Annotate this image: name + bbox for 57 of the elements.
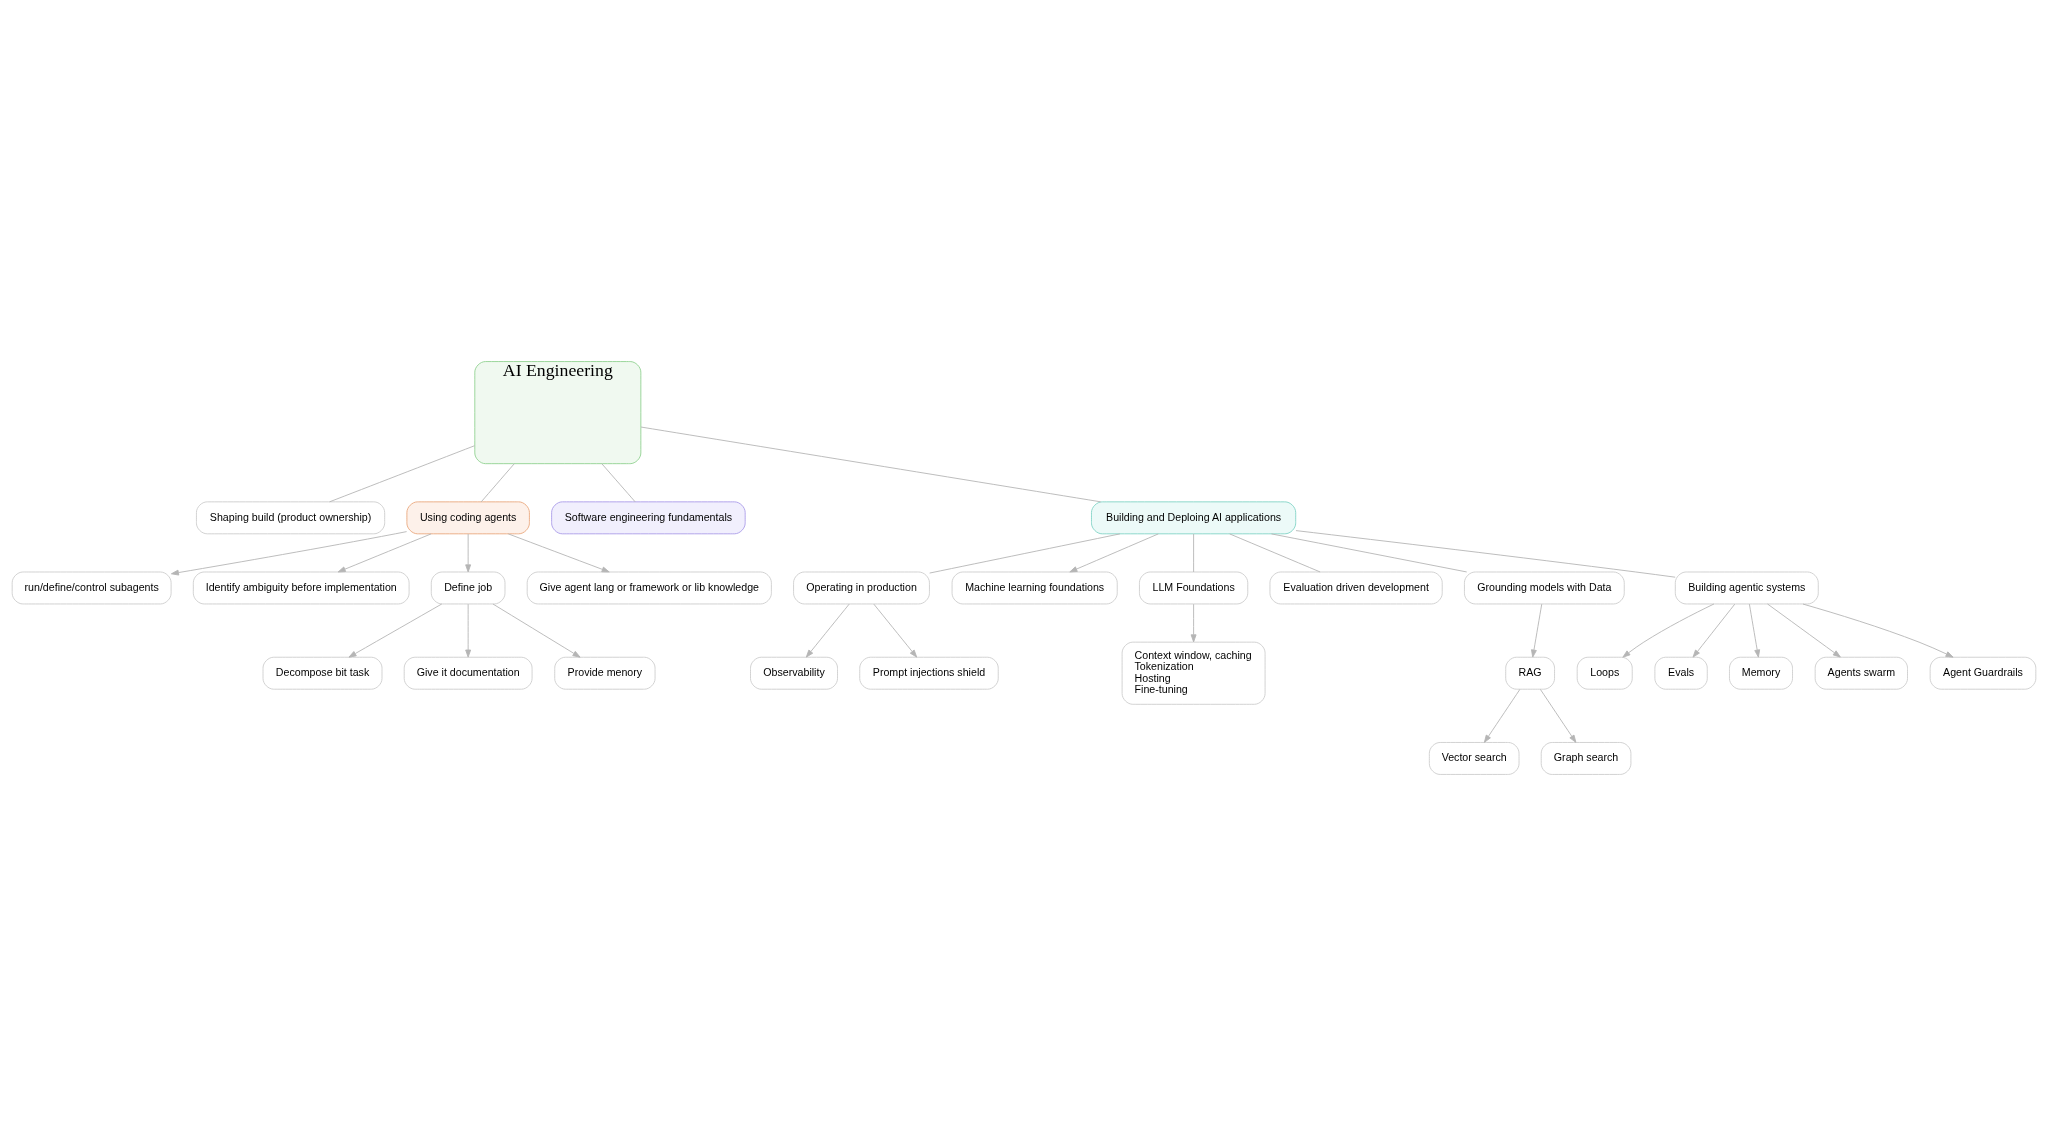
- node-box: Define job: [430, 571, 506, 605]
- node-box: Agent Guardrails: [1929, 656, 2037, 690]
- connector: [1229, 533, 1321, 573]
- arrow: [1483, 688, 1521, 743]
- node-box: Building agentic systems: [1674, 571, 1819, 605]
- node-box: Vector search: [1428, 742, 1520, 775]
- node-box: Evals: [1654, 656, 1708, 690]
- node-box: Grounding models with Data: [1463, 571, 1625, 605]
- connector: [601, 463, 636, 503]
- node-box: Graph search: [1540, 742, 1632, 775]
- arrow: [465, 533, 472, 573]
- node-box: Identify ambiguity before implementation: [192, 571, 410, 605]
- connector: [329, 445, 476, 503]
- node-box: Using coding agents: [406, 501, 530, 535]
- arrow: [1539, 688, 1577, 743]
- connector: [480, 463, 515, 503]
- node-box: Give agent lang or framework or lib knowledge: [526, 571, 772, 605]
- node-box: run/define/control subagents: [11, 571, 172, 605]
- node-box: Evaluation driven development: [1269, 571, 1443, 605]
- arrow: [805, 603, 850, 658]
- node-box: Agents swarm: [1814, 656, 1908, 690]
- connector: [929, 533, 1121, 574]
- arrow: [465, 603, 472, 658]
- connector: [640, 426, 1102, 503]
- node-box: AI Engineering: [474, 361, 642, 465]
- node-box: Decompose bit task: [262, 656, 383, 690]
- arrow: [1748, 603, 1761, 658]
- connector: [1193, 533, 1195, 573]
- node-box: Operating in production: [793, 571, 930, 605]
- connector: [1271, 533, 1468, 573]
- arrow: [492, 603, 581, 658]
- arrow: [873, 603, 918, 658]
- node-box: Building and Deploing AI applications: [1091, 501, 1297, 535]
- arrow: [1802, 603, 1954, 658]
- node-box: Provide menory: [554, 656, 656, 690]
- arrow: [507, 533, 610, 573]
- arrow: [170, 531, 408, 576]
- arrow: [1622, 603, 1715, 658]
- connector: [1295, 530, 1676, 578]
- arrow: [337, 533, 432, 573]
- arrow: [1692, 603, 1736, 658]
- node-box: Observability: [750, 656, 838, 690]
- arrow: [1190, 603, 1197, 643]
- arrow: [348, 603, 443, 658]
- arrow: [1767, 603, 1841, 658]
- node-box: Give it documentation: [403, 656, 533, 690]
- node-box: RAG: [1505, 656, 1555, 690]
- node-box: Machine learning foundations: [951, 571, 1118, 605]
- node-box: LLM Foundations: [1139, 571, 1249, 605]
- node-box: Shaping build (product ownership): [196, 501, 386, 535]
- arrow: [1069, 533, 1159, 573]
- node-box: Loops: [1576, 656, 1633, 690]
- node-box: Software engineering fundamentals: [551, 501, 746, 535]
- node-box: Prompt injections shield: [859, 656, 999, 690]
- node-box: Context window, caching Tokenization Hosting Fine-tuning: [1121, 641, 1266, 705]
- node-box: Memory: [1729, 656, 1793, 690]
- arrow: [1531, 603, 1543, 658]
